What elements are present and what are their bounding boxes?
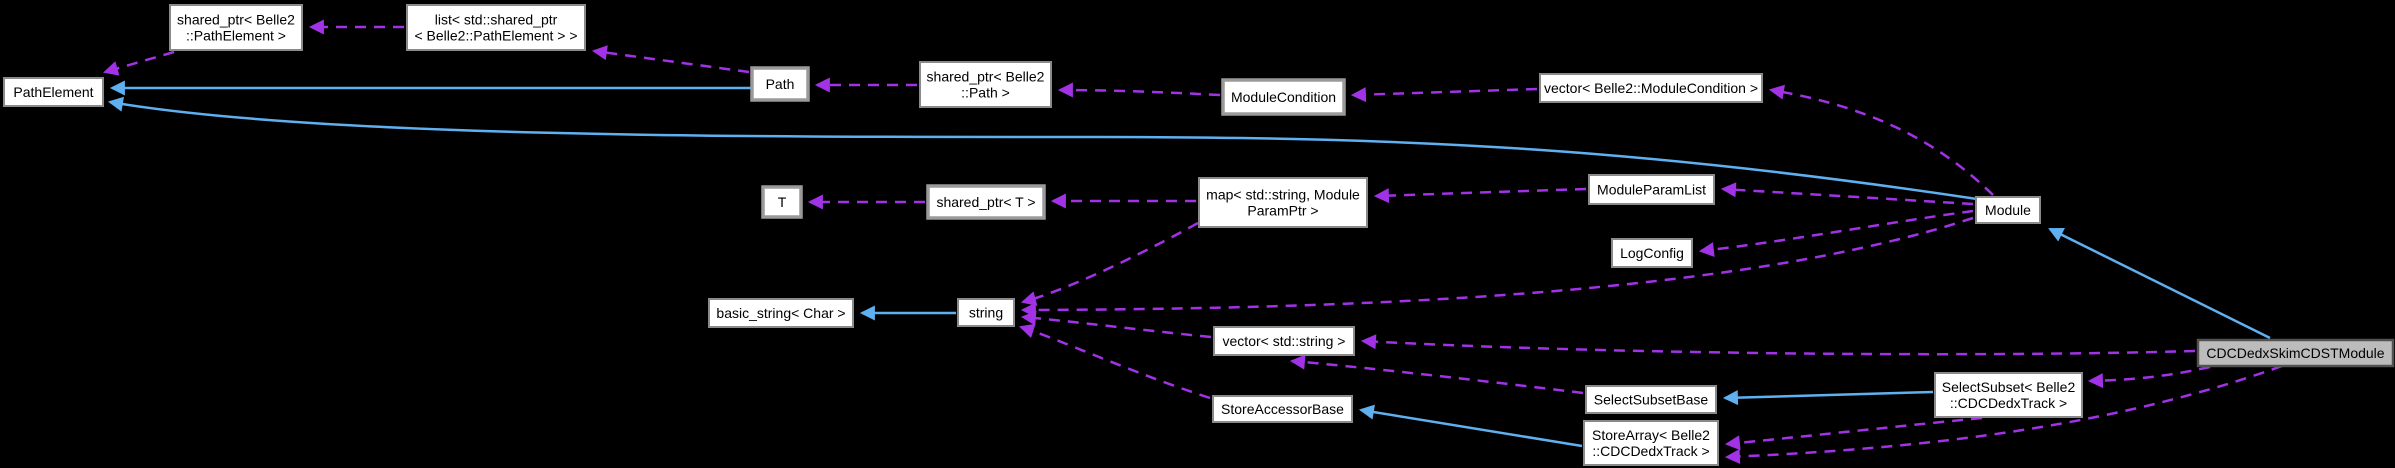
class-node-label-shared-ptr-t: shared_ptr< T > — [936, 194, 1035, 210]
class-node-label-shared-ptr-pathelement: shared_ptr< Belle2::PathElement > — [177, 12, 295, 44]
edge-module-uses-string — [1020, 216, 1974, 318]
class-node-label-basic-string-char: basic_string< Char > — [716, 305, 845, 321]
edge-module-uses-vector-modulecondition — [1768, 84, 1994, 196]
edge-cdcdedx-uses-storearray — [1724, 364, 2283, 464]
class-node-label-path: Path — [766, 76, 795, 92]
edge-layer — [102, 19, 2283, 464]
class-node-box-selectsubset-cdcdedxtrack[interactable] — [1934, 372, 2083, 418]
class-node-box-vector-modulecondition[interactable] — [1539, 73, 1763, 103]
class-node-storearray-cdcdedxtrack[interactable]: StoreArray< Belle2::CDCDedxTrack > — [1583, 420, 1719, 466]
class-node-box-shared-ptr-path[interactable] — [919, 61, 1052, 108]
class-node-shared-ptr-t[interactable]: shared_ptr< T > — [926, 184, 1046, 220]
class-node-box-modulecondition[interactable] — [1221, 78, 1346, 116]
class-node-box-basic-string-char[interactable] — [708, 298, 854, 328]
class-node-label-selectsubsetbase: SelectSubsetBase — [1594, 392, 1709, 408]
edge-moduleparamlist-uses-map — [1373, 187, 1587, 204]
class-node-box-string[interactable] — [957, 298, 1015, 327]
class-node-box-selectsubsetbase[interactable] — [1585, 385, 1717, 414]
class-node-label-moduleparamlist: ModuleParamList — [1597, 182, 1706, 198]
edge-path-uses-list — [591, 45, 750, 74]
class-node-label-string: string — [969, 305, 1003, 321]
class-node-box-storeaccessorbase[interactable] — [1212, 395, 1353, 423]
edge-modulecondition-uses-shared-ptr-path — [1057, 82, 1221, 98]
class-node-modulecondition[interactable]: ModuleCondition — [1221, 78, 1346, 116]
edge-vector-string-uses-string — [1020, 310, 1212, 339]
class-node-box-moduleparamlist[interactable] — [1588, 174, 1715, 205]
edge-module-inherits-pathelement — [107, 96, 1978, 201]
edge-module-uses-moduleparamlist — [1720, 182, 1974, 206]
class-node-box-pathelement[interactable] — [3, 77, 104, 107]
edge-cdcdedx-inherits-module — [2048, 227, 2271, 340]
edge-map-uses-string — [1020, 221, 1199, 306]
edge-vector-uses-modulecondition — [1350, 87, 1538, 103]
edge-storeaccessorbase-uses-string — [1018, 323, 1211, 400]
class-node-module[interactable]: Module — [1975, 196, 2041, 224]
class-node-t[interactable]: T — [761, 185, 803, 219]
class-node-label-module: Module — [1985, 202, 2031, 218]
class-node-vector-std-string[interactable]: vector< std::string > — [1213, 326, 1355, 356]
edge-storearray-inherits-storeaccessorbase — [1358, 404, 1583, 448]
class-node-label-vector-std-string: vector< std::string > — [1223, 333, 1346, 349]
edge-selectsubset-inherits-selectsubsetbase — [1722, 390, 1934, 406]
class-node-box-map-modulparamptr[interactable] — [1198, 177, 1368, 228]
class-node-shared-ptr-path[interactable]: shared_ptr< Belle2::Path > — [919, 61, 1052, 108]
class-node-label-modulecondition: ModuleCondition — [1231, 89, 1336, 105]
class-node-label-logconfig: LogConfig — [1620, 245, 1684, 261]
class-node-pathelement[interactable]: PathElement — [3, 77, 104, 107]
class-node-shared-ptr-pathelement[interactable]: shared_ptr< Belle2::PathElement > — [169, 4, 303, 51]
class-node-box-list-shared-ptr-pathelement[interactable] — [406, 4, 586, 51]
class-node-storeaccessorbase[interactable]: StoreAccessorBase — [1212, 395, 1353, 423]
class-node-label-cdcdedxskimcdstmodule: CDCDedxSkimCDSTModule — [2206, 345, 2384, 361]
class-node-path[interactable]: Path — [750, 66, 810, 102]
edge-selectsubsetbase-uses-vector-string — [1289, 354, 1584, 395]
class-node-selectsubset-cdcdedxtrack[interactable]: SelectSubset< Belle2::CDCDedxTrack > — [1934, 372, 2083, 418]
class-node-box-shared-ptr-t[interactable] — [926, 184, 1046, 220]
class-node-label-vector-modulecondition: vector< Belle2::ModuleCondition > — [1544, 80, 1758, 96]
node-layer: shared_ptr< Belle2::PathElement > list< s… — [3, 4, 2395, 466]
edge-shared-ptr-uses-pathelement — [102, 50, 175, 76]
edge-cdcdedx-uses-vector-string — [1360, 334, 2196, 356]
edge-selectsubset-uses-storearray — [1724, 416, 1983, 451]
class-node-label-pathelement: PathElement — [13, 84, 93, 100]
class-node-box-module[interactable] — [1975, 196, 2041, 224]
class-node-cdcdedxskimcdstmodule[interactable]: CDCDedxSkimCDSTModule — [2196, 338, 2395, 368]
edge-module-uses-logconfig — [1698, 209, 1974, 258]
class-node-label-storeaccessorbase: StoreAccessorBase — [1221, 401, 1344, 417]
class-node-string[interactable]: string — [957, 298, 1015, 327]
class-node-vector-modulecondition[interactable]: vector< Belle2::ModuleCondition > — [1539, 73, 1763, 103]
class-node-box-shared-ptr-pathelement[interactable] — [169, 4, 303, 51]
class-node-label-shared-ptr-path: shared_ptr< Belle2::Path > — [927, 69, 1045, 101]
class-node-logconfig[interactable]: LogConfig — [1611, 238, 1693, 268]
class-node-box-vector-std-string[interactable] — [1213, 326, 1355, 356]
class-node-box-cdcdedxskimcdstmodule[interactable] — [2196, 338, 2395, 368]
class-node-basic-string-char[interactable]: basic_string< Char > — [708, 298, 854, 328]
class-node-box-storearray-cdcdedxtrack[interactable] — [1583, 420, 1719, 466]
class-node-list-shared-ptr-pathelement[interactable]: list< std::shared_ptr< Belle2::PathEleme… — [406, 4, 586, 51]
class-node-box-path[interactable] — [750, 66, 810, 102]
class-node-box-logconfig[interactable] — [1611, 238, 1693, 268]
class-node-label-selectsubset-cdcdedxtrack: SelectSubset< Belle2::CDCDedxTrack > — [1942, 379, 2076, 411]
class-node-moduleparamlist[interactable]: ModuleParamList — [1588, 174, 1715, 205]
class-node-label-list-shared-ptr-pathelement: list< std::shared_ptr< Belle2::PathEleme… — [414, 12, 577, 44]
edge-cdcdedx-uses-selectsubset — [2087, 365, 2211, 389]
class-node-box-t[interactable] — [761, 185, 803, 219]
class-node-label-storearray-cdcdedxtrack: StoreArray< Belle2::CDCDedxTrack > — [1592, 427, 1710, 459]
class-node-selectsubsetbase[interactable]: SelectSubsetBase — [1585, 385, 1717, 414]
class-node-label-t: T — [778, 194, 787, 210]
